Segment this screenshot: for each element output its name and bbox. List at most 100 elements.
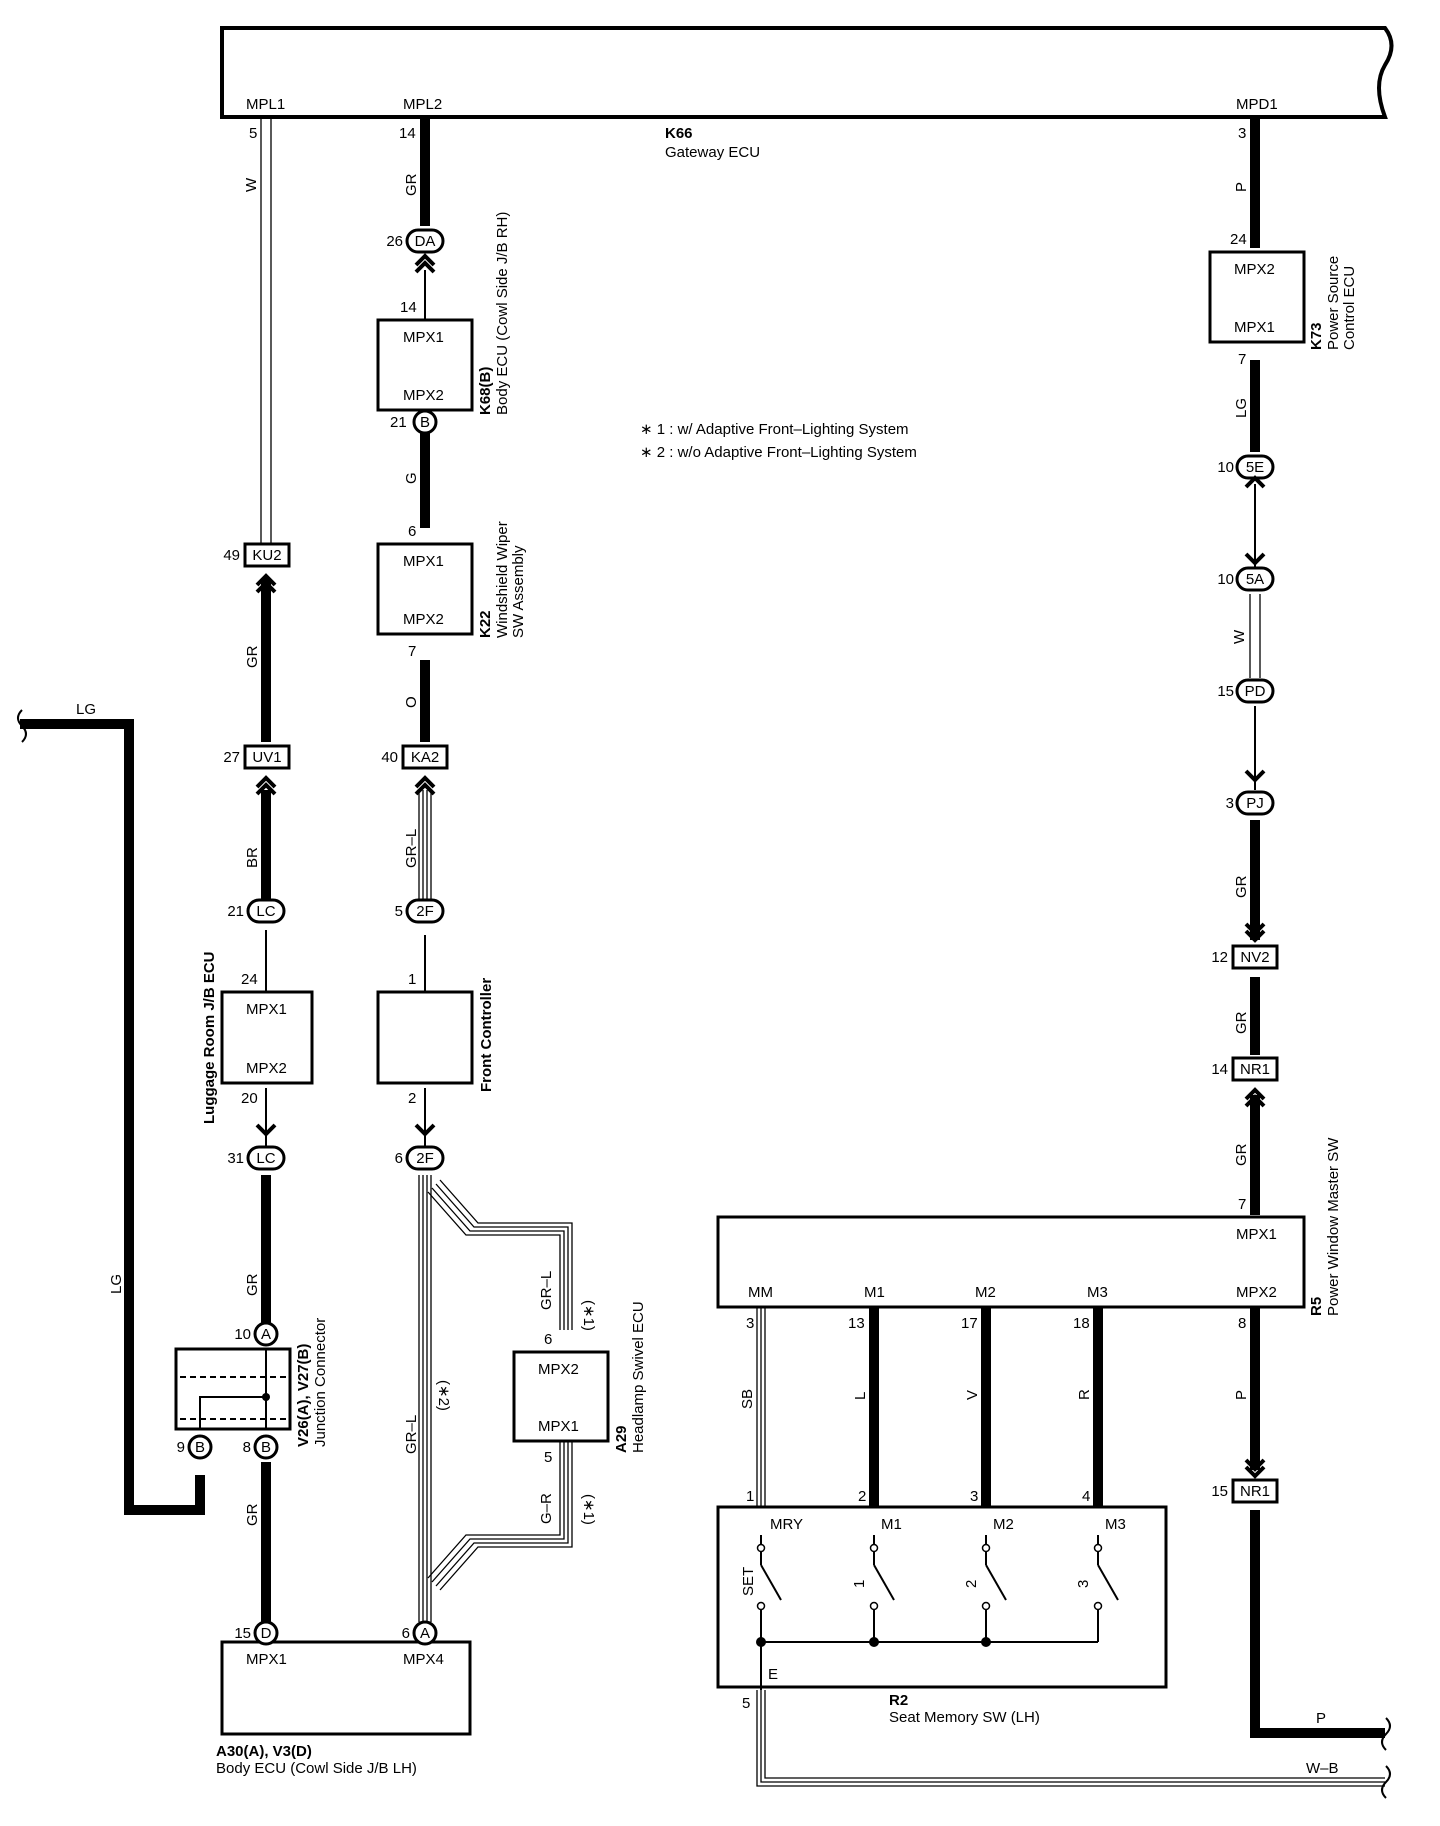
conn-lc31-pin: 31 — [227, 1150, 244, 1167]
wire-label-r: R — [1076, 1389, 1093, 1400]
conn-f2-6-code: 2F — [416, 1150, 434, 1167]
conn-nr1b-pin: 15 — [1211, 1483, 1228, 1500]
conn-pj-pin: 3 — [1226, 795, 1234, 812]
pw-master-pin-17: 17 — [961, 1315, 978, 1332]
conn-da-pin: 26 — [386, 233, 403, 250]
pw-master-pin-18: 18 — [1073, 1315, 1090, 1332]
power-source-name2: Control ECU — [1341, 266, 1358, 350]
switch-contacts — [756, 1543, 1103, 1611]
wire-lg-left — [20, 719, 205, 1515]
gateway-ecu-box — [220, 26, 1394, 119]
pw-master-top-pin: 7 — [1238, 1196, 1246, 1213]
seat-memory-pin-1: 1 — [746, 1488, 754, 1505]
conn-uv1-code: UV1 — [252, 749, 281, 766]
conn-nv2-pin: 12 — [1211, 949, 1228, 966]
wire-label-gr-ku2: GR — [244, 645, 261, 668]
note-1: ∗ 1 : w/ Adaptive Front–Lighting System — [640, 421, 909, 438]
junction-id: V26(A), V27(B) — [295, 1344, 312, 1447]
conn-ku2-code: KU2 — [252, 547, 281, 564]
conn-ka2-pin: 40 — [381, 749, 398, 766]
conn-a10-pin: 10 — [234, 1326, 251, 1343]
seat-memory-port-m2: M2 — [993, 1516, 1014, 1533]
wire-label-grl-upper: GR–L — [538, 1271, 555, 1310]
gateway-id: K66 — [665, 125, 693, 142]
conn-lc21-pin: 21 — [227, 903, 244, 920]
wire-label-p-top: P — [1233, 182, 1250, 192]
gateway-pin-5: 5 — [249, 125, 257, 142]
wire-r5-r2 — [869, 1305, 1103, 1535]
wire-label-gr-lc: GR — [244, 1273, 261, 1296]
body-ecu-lh-id: A30(A), V3(D) — [216, 1743, 312, 1760]
headlamp-swivel-top: MPX2 — [538, 1361, 579, 1378]
luggage-jb-pin-out: 20 — [241, 1090, 258, 1107]
headlamp-swivel-id: A29 — [613, 1425, 630, 1453]
body-ecu-rh-name: Body ECU (Cowl Side J/B RH) — [494, 212, 511, 415]
oval-connectors — [246, 228, 1275, 1171]
body-ecu-lh-right: MPX4 — [403, 1651, 444, 1668]
wire-label-lg-left: LG — [108, 1274, 125, 1294]
wiper-sw-name2: SW Assembly — [510, 545, 527, 638]
power-source-pin-in: 24 — [1230, 231, 1247, 248]
seat-memory-switch-1: 1 — [851, 1580, 868, 1588]
wire-gr-bypass — [427, 1440, 573, 1591]
pw-master-pin-8: 8 — [1238, 1315, 1246, 1332]
headlamp-swivel-pin-top: 6 — [544, 1331, 552, 1348]
wire-right-column — [1250, 118, 1385, 1738]
conn-pj-code: PJ — [1246, 795, 1264, 812]
luggage-jb-top: MPX1 — [246, 1001, 287, 1018]
wire-label-w-mpl1: W — [243, 177, 260, 192]
circle-connectors — [187, 409, 438, 1646]
power-source-box — [1208, 250, 1306, 344]
body-ecu-lh-left: MPX1 — [246, 1651, 287, 1668]
conn-b9-pin: 9 — [177, 1439, 185, 1456]
conn-nr1a-pin: 14 — [1211, 1061, 1228, 1078]
seat-memory-pin-2: 2 — [858, 1488, 866, 1505]
conn-nr1b-code: NR1 — [1240, 1483, 1270, 1500]
conn-5e-code: 5E — [1246, 459, 1264, 476]
wire-grl-ka2 — [418, 790, 432, 900]
conn-pd-pin: 15 — [1217, 683, 1234, 700]
wire-breaks — [17, 709, 1391, 1799]
wire-grl-bypass — [427, 1179, 573, 1330]
wire-label-sb: SB — [739, 1389, 756, 1409]
conn-f2-5-pin: 5 — [395, 903, 403, 920]
pw-master-port-m2: M2 — [975, 1284, 996, 1301]
seat-memory-ground: E — [768, 1666, 778, 1683]
wire-label-gr-nv2: GR — [1233, 1011, 1250, 1034]
junction-connector — [174, 1347, 292, 1431]
seat-memory-switch-3: 3 — [1075, 1580, 1092, 1588]
power-source-top: MPX2 — [1234, 261, 1275, 278]
seat-memory-pin-3: 3 — [970, 1488, 978, 1505]
seat-memory-ground-pin: 5 — [742, 1695, 750, 1712]
rect-connectors — [243, 542, 1279, 1504]
wire-label-gr-nr1: GR — [1233, 1143, 1250, 1166]
wire-label-o: O — [403, 696, 420, 708]
wire-label-p-r5: P — [1233, 1390, 1250, 1400]
body-ecu-rh-pin-out: 21 — [390, 414, 407, 431]
wire-label-w-5a: W — [1231, 629, 1248, 644]
wire-label-lg-k73: LG — [1233, 398, 1250, 418]
headlamp-swivel-name: Headlamp Swivel ECU — [630, 1301, 647, 1453]
pw-master-port-mm: MM — [748, 1284, 773, 1301]
front-controller-name: Front Controller — [478, 978, 495, 1092]
conn-uv1-pin: 27 — [223, 749, 240, 766]
wire-label-gr-lower: G–R — [538, 1493, 555, 1524]
conn-a6-code: A — [420, 1625, 430, 1642]
wire-label-v: V — [964, 1390, 981, 1400]
seat-memory-switch-set: SET — [740, 1567, 757, 1596]
wire-grl-main — [418, 1175, 432, 1622]
note-s1-upper: (∗1) — [580, 1300, 597, 1331]
wiper-sw-id: K22 — [477, 610, 494, 638]
conn-b21-code: B — [420, 414, 430, 431]
note-s2: (∗2) — [435, 1380, 452, 1411]
conn-b8-pin: 8 — [243, 1439, 251, 1456]
body-ecu-rh-id: K68(B) — [477, 367, 494, 415]
conn-b9-code: B — [195, 1439, 205, 1456]
wiper-sw-box — [376, 542, 474, 636]
pw-master-top-port: MPX1 — [1236, 1226, 1277, 1243]
pw-master-pin-3: 3 — [746, 1315, 754, 1332]
wire-label-grl-ka2: GR–L — [403, 829, 420, 868]
wire-label-gr-jc: GR — [244, 1503, 261, 1526]
luggage-jb-box — [220, 990, 314, 1085]
conn-pd-code: PD — [1245, 683, 1266, 700]
